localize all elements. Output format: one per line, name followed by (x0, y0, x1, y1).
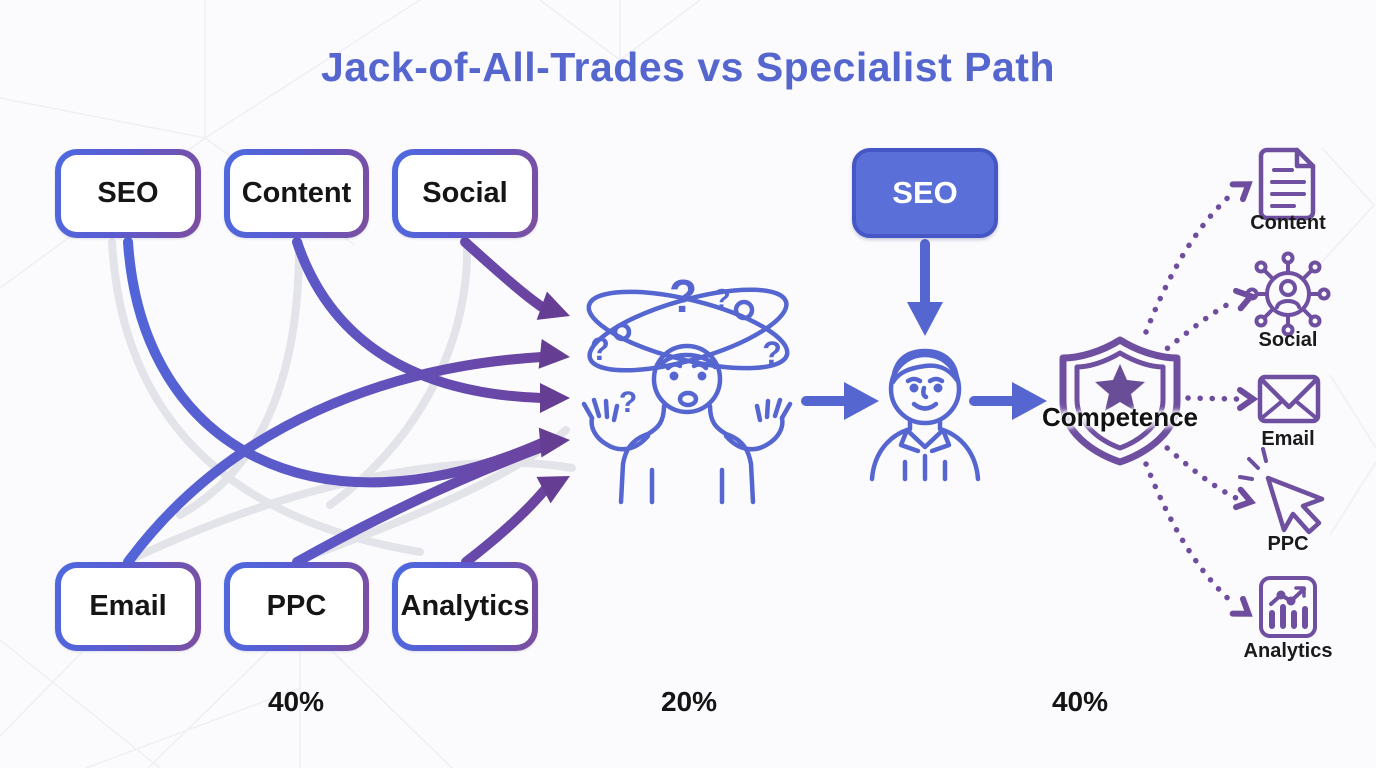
specialist-focus-box: SEO (852, 148, 998, 238)
branch-label-email: Email (1261, 428, 1315, 450)
branch-label-ppc: PPC (1267, 533, 1309, 555)
curve-ppc (292, 441, 550, 567)
question-mark: ? (713, 283, 730, 314)
branch-label-content: Content (1250, 212, 1326, 234)
question-mark: ? (590, 331, 610, 367)
curve-social (460, 237, 550, 314)
curve-content (292, 237, 547, 403)
document-icon (1258, 147, 1316, 221)
generalist-tangle-arrows (123, 237, 553, 567)
branch-chevron-arrowheads (1229, 181, 1259, 617)
channel-box-analytics-label: Analytics (400, 590, 530, 622)
cursor-click-icon (1238, 447, 1325, 535)
question-mark: ? (669, 270, 697, 322)
page-title: Jack-of-All-Trades vs Specialist Path (321, 44, 1055, 90)
channel-box-seo-label: SEO (97, 177, 159, 209)
competence-shield-icon (1059, 336, 1181, 466)
question-mark: ? (619, 386, 637, 419)
flow-arrows (801, 239, 1047, 420)
competence-badge-label: Competence (1041, 402, 1199, 432)
channel-box-seo: SEO (55, 149, 201, 238)
channel-box-analytics: Analytics (392, 562, 538, 651)
channel-box-social-label: Social (422, 177, 508, 209)
question-mark: ? (762, 335, 782, 371)
specialist-person-icon (869, 348, 981, 482)
bar-chart-icon (1259, 576, 1317, 638)
tangle-arrowheads (536, 291, 570, 504)
curve-seo (123, 237, 547, 488)
middle-percentage: 20% (660, 686, 718, 717)
channel-box-social: Social (392, 149, 538, 238)
channel-box-content: Content (224, 149, 369, 238)
curve-analytics (461, 481, 553, 567)
branch-label-analytics: Analytics (1243, 640, 1333, 662)
envelope-icon (1257, 374, 1321, 424)
social-network-icon (1245, 251, 1331, 337)
generalist-percentage: 40% (267, 686, 325, 717)
curve-email (123, 352, 547, 567)
channel-box-email: Email (55, 562, 201, 651)
specialist-percentage: 40% (1051, 686, 1109, 717)
channel-box-ppc-label: PPC (266, 590, 327, 622)
confused-person-icon: ? ? ? ? ? (581, 270, 793, 505)
branch-label-social: Social (1258, 329, 1318, 351)
channel-box-email-label: Email (89, 590, 167, 622)
dotted-branch-curves (1143, 181, 1259, 617)
specialist-focus-label: SEO (892, 175, 958, 210)
channel-box-content-label: Content (241, 177, 352, 209)
channel-box-ppc: PPC (224, 562, 369, 651)
